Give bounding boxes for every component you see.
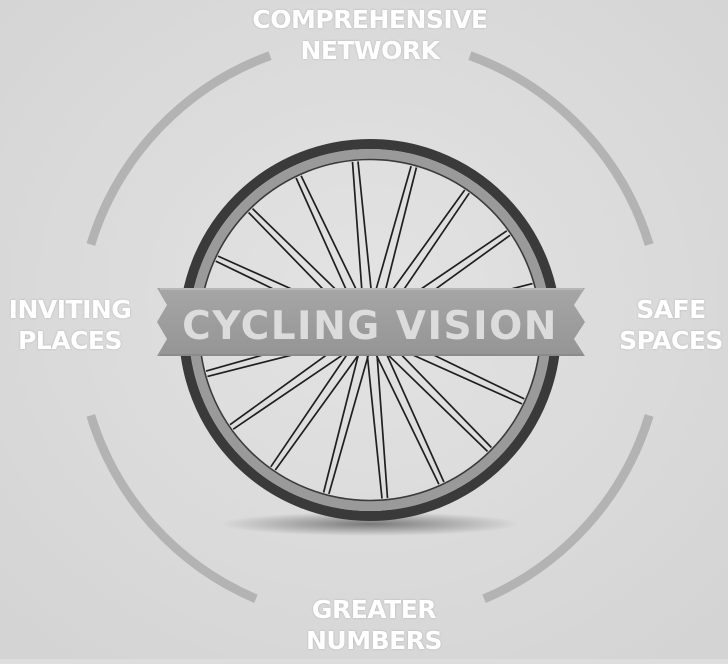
label-safe-spaces: SAFE SPACES (608, 294, 728, 356)
wheel-spoke (373, 340, 489, 453)
wheel-spoke (369, 341, 440, 485)
label-bottom-line-1: GREATER (311, 595, 437, 624)
label-top-line-2: NETWORK (300, 36, 440, 65)
wheel-spoke (328, 341, 373, 495)
wheel-spoke (378, 337, 445, 483)
label-comprehensive-network: COMPREHENSIVE NETWORK (230, 4, 510, 66)
label-right-line-1: SAFE (636, 295, 706, 324)
label-top-line-1: COMPREHENSIVE (252, 5, 488, 34)
wheel-shadow (220, 512, 520, 536)
ring-arc-bottom-right (482, 414, 654, 603)
wheel-spoke (375, 340, 389, 499)
ring-arc-top-right (468, 51, 654, 246)
center-banner (157, 288, 585, 356)
label-greater-numbers: GREATER NUMBERS (240, 594, 508, 656)
label-inviting-places: INVITING PLACES (0, 294, 140, 356)
wheel-spoke (322, 338, 364, 493)
label-left-line-1: INVITING (8, 295, 132, 324)
wheel-spoke (365, 341, 383, 499)
ring-arc-bottom-left (86, 414, 258, 603)
wheel-spoke (270, 335, 361, 468)
banner-ribbon (157, 288, 585, 356)
label-left-line-2: PLACES (17, 326, 123, 355)
label-bottom-line-2: NUMBERS (306, 626, 443, 655)
banner-title: CYCLING VISION (182, 304, 558, 349)
wheel-spoke (274, 341, 369, 471)
ring-arc-top-left (86, 51, 272, 246)
outer-ring (86, 51, 654, 603)
label-right-line-2: SPACES (619, 326, 723, 355)
